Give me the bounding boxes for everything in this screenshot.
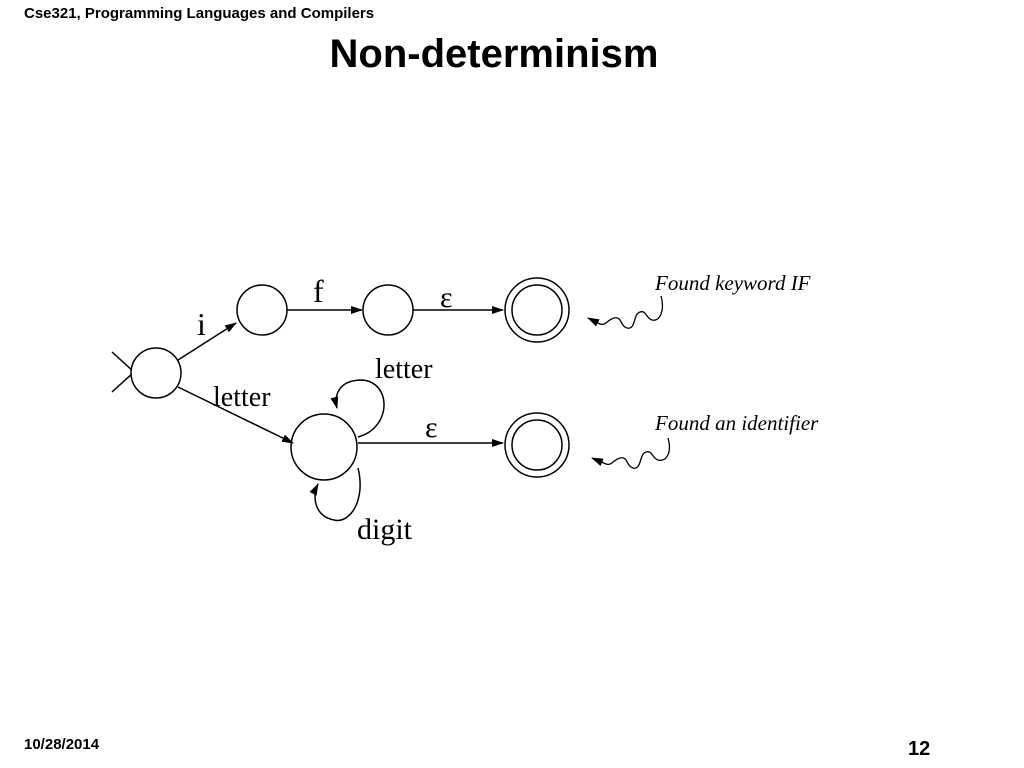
accept-state-keyword-outer bbox=[504, 277, 570, 343]
label-eps-identifier: ε bbox=[425, 411, 438, 444]
accept-state-identifier-inner bbox=[511, 419, 563, 471]
label-i: i bbox=[197, 306, 206, 342]
state-identifier bbox=[290, 413, 358, 481]
label-digit-loop: digit bbox=[357, 513, 413, 546]
state-start bbox=[130, 347, 182, 399]
squiggle-keyword bbox=[587, 295, 664, 329]
page-number: 12 bbox=[908, 738, 931, 760]
annotation-identifier: Found an identifier bbox=[654, 411, 819, 435]
label-letter-loop: letter bbox=[375, 354, 433, 385]
loop-letter bbox=[330, 379, 385, 438]
label-letter-edge: letter bbox=[213, 382, 271, 413]
state-after-i bbox=[236, 284, 288, 336]
annotation-keyword: Found keyword IF bbox=[654, 271, 811, 295]
loop-digit bbox=[309, 467, 361, 522]
course-header: Cse321, Programming Languages and Compil… bbox=[24, 5, 375, 22]
edge-i bbox=[177, 322, 237, 361]
label-f: f bbox=[313, 273, 324, 309]
state-after-f bbox=[362, 284, 414, 336]
edge-letter bbox=[177, 386, 294, 444]
footer-date: 10/28/2014 bbox=[24, 736, 100, 753]
squiggle-identifier bbox=[591, 437, 671, 469]
label-eps-keyword: ε bbox=[440, 281, 453, 314]
title-wrap: Non-determinism bbox=[0, 32, 1024, 77]
accept-state-keyword-inner bbox=[511, 284, 563, 336]
slide-title: Non-determinism bbox=[329, 32, 659, 76]
accept-state-identifier-outer bbox=[504, 412, 570, 478]
